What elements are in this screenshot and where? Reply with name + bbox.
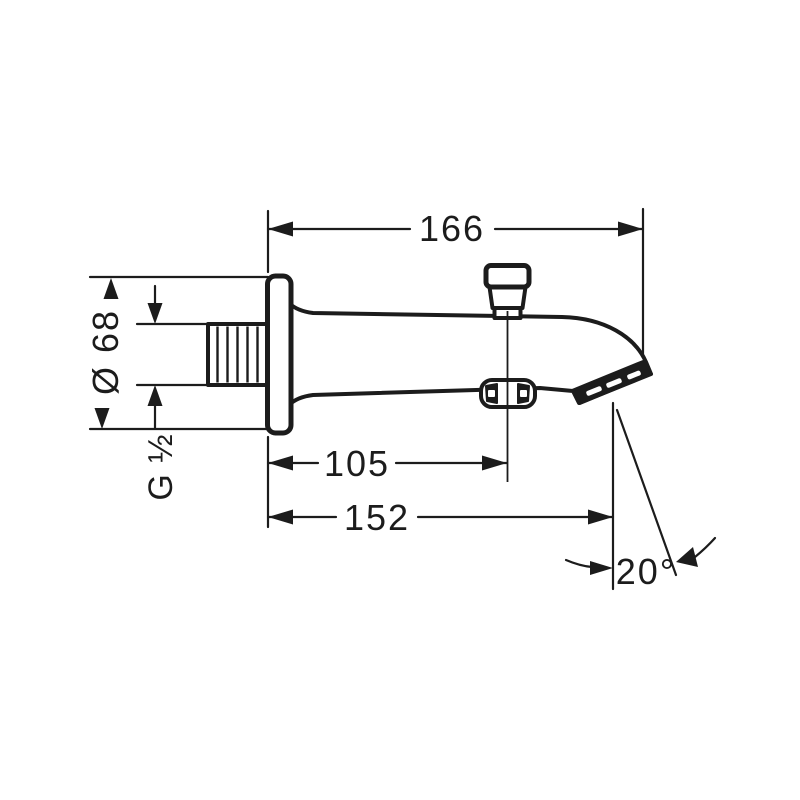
ring-slot bbox=[488, 390, 495, 397]
angle-reference-line bbox=[615, 408, 678, 577]
thread-size-label: G ½ bbox=[142, 433, 180, 500]
arrowhead-right bbox=[618, 221, 643, 237]
arrowhead-right bbox=[482, 455, 507, 471]
aerator-slot bbox=[586, 386, 602, 396]
dimension-152: 152 bbox=[266, 401, 615, 591]
dimension-thread: G ½ bbox=[135, 284, 208, 501]
dimension-flange-diameter: Ø 68 bbox=[85, 275, 270, 431]
connector-ring bbox=[479, 378, 537, 409]
dimension-166: 166 bbox=[266, 207, 645, 358]
dim-166-label: 166 bbox=[419, 208, 485, 249]
dim-152-label: 152 bbox=[344, 497, 410, 538]
arrowhead-down bbox=[147, 303, 163, 324]
arrowhead-left bbox=[268, 221, 293, 237]
arrowhead-left bbox=[268, 455, 293, 471]
arrowhead-up bbox=[147, 385, 163, 406]
dimension-105: 105 bbox=[266, 443, 509, 484]
dim-105-label: 105 bbox=[324, 443, 390, 484]
flange-diameter-label: Ø 68 bbox=[85, 309, 126, 395]
ring-slot bbox=[520, 390, 527, 397]
arrowhead-right bbox=[590, 561, 613, 575]
angle-label: 20° bbox=[616, 551, 676, 592]
wall-flange bbox=[265, 273, 294, 436]
leader-right bbox=[693, 536, 717, 559]
arrowhead-up bbox=[103, 278, 119, 299]
arrowhead-left bbox=[268, 509, 293, 525]
aerator bbox=[571, 360, 653, 405]
dimension-angle: 20° bbox=[564, 408, 717, 592]
leader-left bbox=[564, 558, 594, 569]
threaded-inlet bbox=[206, 322, 270, 387]
diverter-knob bbox=[483, 263, 532, 320]
spout-assembly bbox=[206, 263, 653, 482]
aerator-slot bbox=[627, 370, 641, 380]
spout-body bbox=[287, 301, 653, 407]
arrowhead-left bbox=[676, 547, 698, 567]
arrowhead-down bbox=[94, 408, 110, 429]
arrowhead-right bbox=[588, 509, 613, 525]
aerator-slot bbox=[606, 378, 622, 388]
